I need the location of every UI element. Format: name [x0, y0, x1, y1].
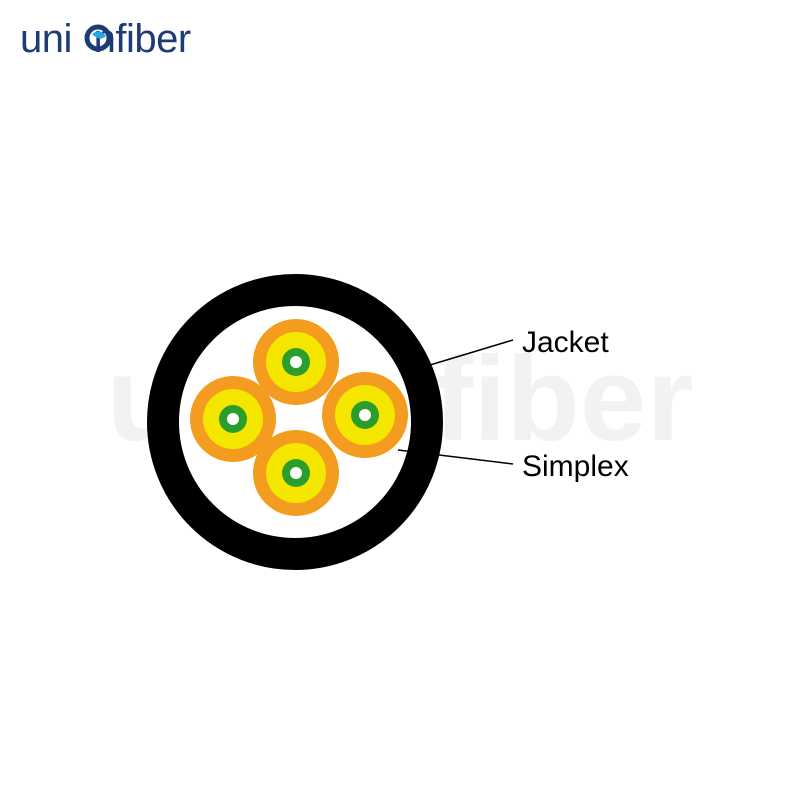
simplex-unit-bottom [253, 430, 339, 516]
simplex-unit-right [322, 372, 408, 458]
brand-text-part1: uni [20, 17, 72, 61]
simplex-unit-top [253, 319, 339, 405]
simplex-label: Simplex [522, 450, 629, 483]
jacket-leader-line [429, 339, 514, 366]
simplex-leader-line [397, 449, 514, 465]
jacket-label: Jacket [522, 326, 609, 359]
svg-text:unionfiber: unionfiber [20, 17, 191, 61]
brand-logo: unionfiber [20, 17, 191, 61]
jacket-ring [147, 274, 443, 570]
brand-o-icon [84, 24, 112, 52]
simplex-unit-left [190, 376, 276, 462]
